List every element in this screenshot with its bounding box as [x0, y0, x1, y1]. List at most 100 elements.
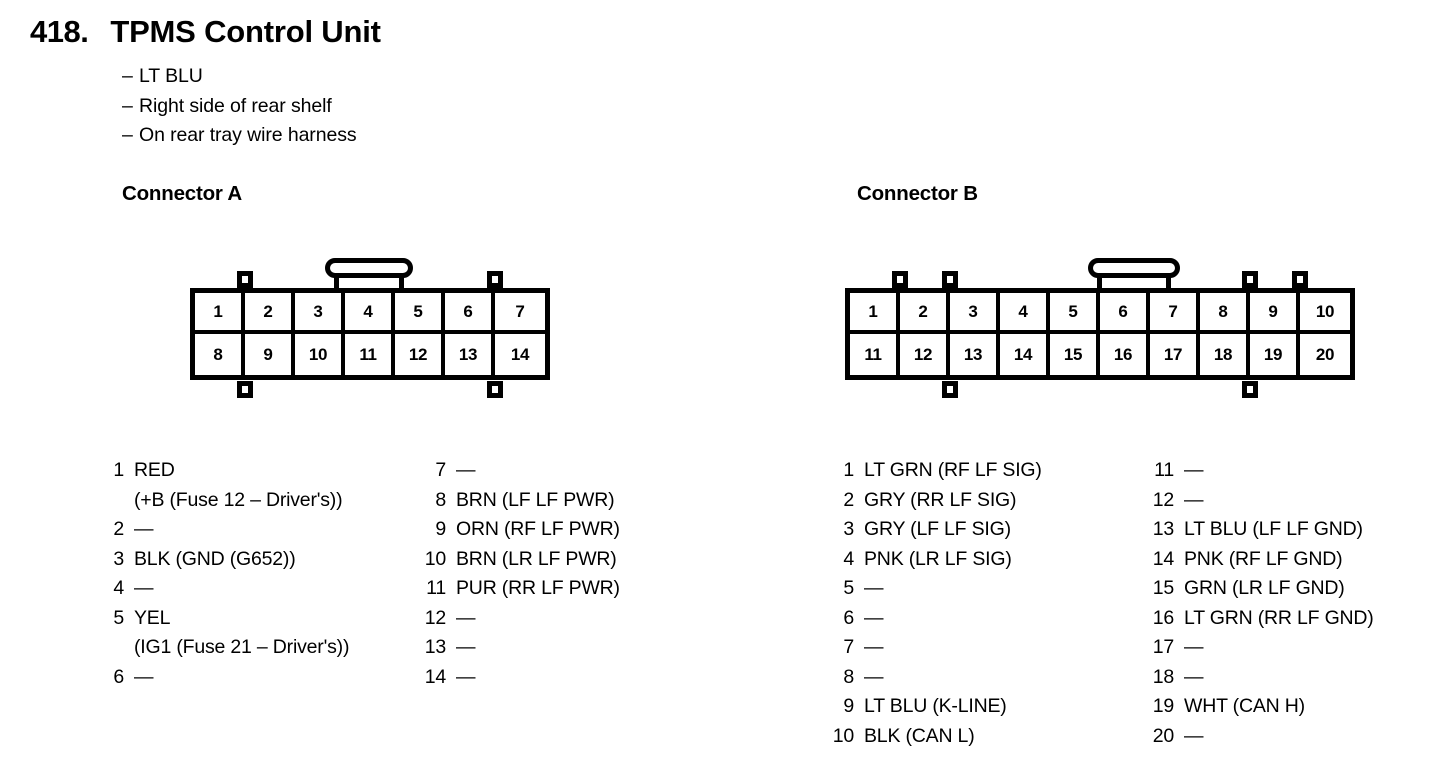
pin-description: — [1184, 488, 1204, 511]
pin-cell-6[interactable]: 6 [1100, 293, 1150, 334]
pin-number: 14 [424, 665, 446, 688]
pin-entry-20: 20— [1148, 722, 1374, 752]
description-bullet-label: LT BLU [139, 65, 203, 87]
page-title-text: TPMS Control Unit [110, 14, 381, 49]
connector-latch [1087, 258, 1180, 278]
pin-cell-8[interactable]: 8 [1200, 293, 1250, 334]
pin-cell-7[interactable]: 7 [495, 293, 545, 334]
pin-cell-4[interactable]: 4 [345, 293, 395, 334]
description-bullet: –LT BLU [122, 62, 357, 92]
pin-number: 11 [1154, 459, 1174, 481]
pin-cell-2[interactable]: 2 [245, 293, 295, 334]
pin-description: BLK (CAN L) [864, 724, 975, 747]
pin-cell-17[interactable]: 17 [1150, 334, 1200, 375]
pin-cell-12[interactable]: 12 [900, 334, 950, 375]
pin-number: 8 [435, 488, 446, 511]
pin-cell-5[interactable]: 5 [1050, 293, 1100, 334]
pin-description: — [1184, 724, 1204, 747]
pin-cell-14[interactable]: 14 [510, 344, 530, 364]
pin-number: 11 [426, 577, 446, 599]
pin-cell-9[interactable]: 9 [1250, 293, 1300, 334]
pin-number: 8 [843, 665, 854, 688]
pin-cell-15[interactable]: 15 [1050, 334, 1100, 375]
pin-cell-13[interactable]: 13 [950, 334, 1000, 375]
pin-cell-7[interactable]: 7 [1150, 293, 1200, 334]
pin-entry-line: 8— [828, 663, 1042, 693]
connector-locking-tab [892, 271, 908, 288]
pin-description: — [134, 665, 154, 688]
pin-cell-6[interactable]: 6 [445, 293, 495, 334]
pin-cell-8[interactable]: 8 [195, 334, 245, 375]
pin-number: 12 [424, 606, 446, 629]
connector-locking-tab [487, 381, 503, 398]
pin-entry-line: 5— [828, 574, 1042, 604]
pin-entry-7: 7— [420, 456, 620, 486]
pin-cell-18[interactable]: 18 [1200, 334, 1250, 375]
pin-entry-13: 13— [420, 633, 620, 663]
pin-entry-12: 12— [420, 604, 620, 634]
description-bullet: –On rear tray wire harness [122, 121, 357, 151]
description-bullet: –Right side of rear shelf [122, 92, 357, 122]
pin-cell-2[interactable]: 2 [900, 293, 950, 334]
connector-a-heading: Connector A [122, 182, 243, 205]
pin-cell-19[interactable]: 19 [1250, 334, 1300, 375]
pin-number: 7 [435, 459, 446, 481]
pin-number: 6 [113, 665, 124, 688]
pin-number: 2 [113, 518, 124, 540]
pin-number: 18 [1152, 665, 1174, 688]
pin-cell-1[interactable]: 1 [850, 293, 900, 334]
pin-entry-12: 12— [1148, 486, 1374, 516]
pin-cell-16[interactable]: 16 [1100, 334, 1150, 375]
pin-entry-line: 13— [420, 633, 620, 663]
pin-cell-11[interactable]: 11 [345, 334, 395, 375]
pin-entry-line: 11 — [1148, 456, 1374, 486]
pin-description: YEL [134, 606, 171, 629]
pin-entry-line: 14— [420, 663, 620, 693]
connector-locking-tab [942, 271, 958, 288]
pin-cell-4[interactable]: 4 [1000, 293, 1050, 334]
pin-cell-3[interactable]: 3 [950, 293, 1000, 334]
pin-number: 3 [113, 547, 124, 570]
pin-entry-17: 17— [1148, 633, 1374, 663]
pin-description: — [456, 636, 476, 658]
pin-description: BRN (LF LF PWR) [456, 488, 615, 511]
pin-cell-3[interactable]: 3 [295, 293, 345, 334]
pin-cell-20[interactable]: 20 [1315, 344, 1335, 364]
pin-cell-9[interactable]: 9 [245, 334, 295, 375]
pin-cell-12[interactable]: 12 [395, 334, 445, 375]
pin-number: 13 [1152, 518, 1174, 540]
pin-description: GRY (LF LF SIG) [864, 518, 1011, 540]
pin-cell-10[interactable]: 10 [1300, 293, 1350, 334]
pin-description: BLK (GND (G652)) [134, 547, 296, 570]
pin-description-continued: (+B (Fuse 12 – Driver's)) [134, 488, 343, 511]
pin-cell-13[interactable]: 13 [445, 334, 495, 375]
pin-number: 9 [435, 518, 446, 540]
pin-cell-10[interactable]: 10 [295, 334, 345, 375]
pin-cell-5[interactable]: 5 [395, 293, 445, 334]
pin-description: — [1184, 636, 1204, 658]
pin-cell-14[interactable]: 14 [1000, 334, 1050, 375]
pin-description: BRN (LR LF PWR) [456, 547, 617, 570]
pin-description: — [1184, 459, 1204, 481]
pin-number: 5 [113, 606, 124, 629]
pin-entry-line: 2— [98, 515, 349, 545]
pin-cell-1[interactable]: 1 [195, 293, 245, 334]
pin-cell-11[interactable]: 11 [850, 334, 900, 375]
